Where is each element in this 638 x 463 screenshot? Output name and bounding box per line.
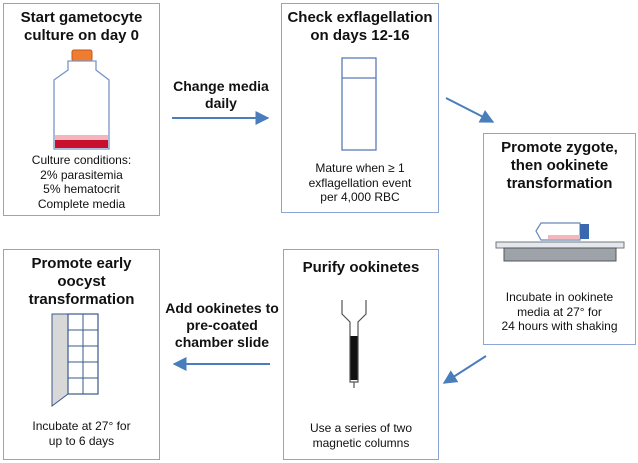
step-box-start-culture: Start gametocyte culture on day 0 Cultur… [3,3,160,216]
step-box-promote-zygote: Promote zygote, then ookinete transforma… [483,133,636,345]
counting-tube-icon [341,57,377,151]
step-caption: Mature when ≥ 1 exflagellation event per… [308,161,412,204]
step-caption: Incubate at 27° for up to 6 days [32,419,131,448]
step-title: Check exflagellation on days 12-16 [287,9,433,44]
transition-label-change-media: Change media daily [173,78,269,111]
chamber-slide-icon [51,313,99,407]
step-caption: Culture conditions: 2% parasitemia 5% he… [31,153,132,211]
magnetic-column-icon [341,300,367,388]
step-caption: Incubate in ookinete media at 27° for 24… [501,290,618,333]
arrow-step2-to-step3 [445,97,495,123]
step-title: Promote early oocyst transformation [28,255,135,308]
transition-label-add-ookinetes: Add ookinetes to pre-coated chamber slid… [165,300,279,350]
shaker-with-tube-icon [495,222,625,262]
arrow-step3-to-step4 [442,355,487,384]
step-title: Purify ookinetes [302,259,420,276]
step-box-promote-oocyst: Promote early oocyst transformation Incu… [3,249,160,460]
culture-flask-icon [53,49,110,150]
step-box-purify-ookinetes: Purify ookinetes Use a series of two mag… [283,249,439,460]
step-title: Start gametocyte culture on day 0 [20,9,143,44]
step-title: Promote zygote, then ookinete transforma… [501,139,618,192]
step-box-check-exflagellation: Check exflagellation on days 12-16 Matur… [281,3,439,213]
step-caption: Use a series of two magnetic columns [309,421,413,450]
